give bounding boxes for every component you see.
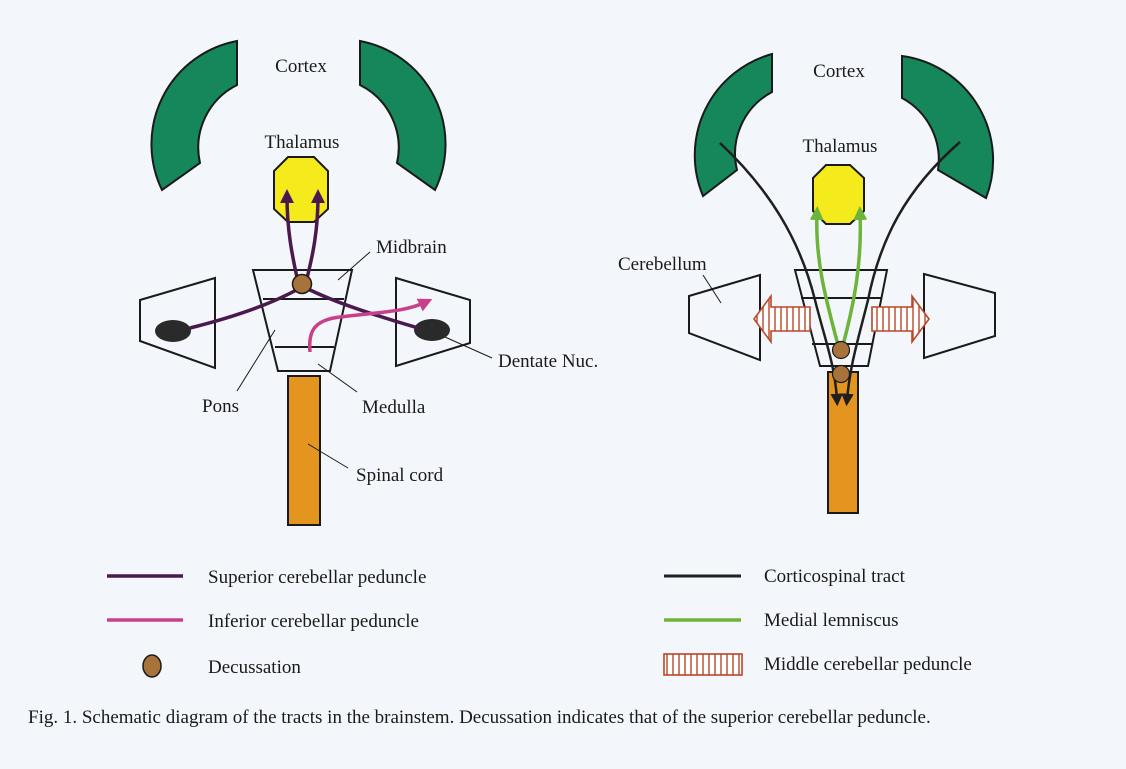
dentate-nuc-label: Dentate Nuc.	[498, 351, 598, 372]
corticospinal-tract-left	[719, 142, 843, 407]
cortex-label: Cortex	[813, 61, 865, 82]
cortex-left	[693, 52, 773, 198]
thalamus	[812, 164, 865, 225]
spinal-cord	[287, 375, 321, 526]
pons-leader	[236, 329, 276, 392]
midbrain-label: Midbrain	[376, 237, 447, 258]
dentate-nucleus-right	[414, 319, 450, 341]
corticospinal-tract-right	[841, 141, 961, 407]
right-panel: Cortex Thalamus Cerebellum	[618, 52, 996, 514]
legend: Superior cerebellar peduncle Inferior ce…	[107, 566, 972, 678]
decussation-upper	[831, 340, 851, 360]
legend-swatch-middle-peduncle	[663, 653, 743, 676]
cerebellum-leader	[702, 274, 722, 304]
decussation	[291, 273, 313, 295]
superior-peduncle-ascending-left	[280, 189, 300, 283]
figure-caption: Fig. 1. Schematic diagram of the tracts …	[28, 707, 931, 728]
spinal-cord	[827, 371, 859, 514]
medial-lemniscus-right	[841, 206, 868, 346]
dentate-leader	[444, 336, 493, 359]
cerebellum-right	[923, 272, 996, 360]
midbrain-leader	[337, 251, 371, 281]
middle-peduncle-arrow-right	[871, 293, 930, 345]
cortex-label: Cortex	[275, 56, 327, 77]
medial-lemniscus-left	[809, 206, 840, 346]
legend-label-middle-peduncle: Middle cerebellar peduncle	[764, 654, 972, 675]
superior-peduncle-right	[305, 286, 419, 330]
dentate-nucleus-left	[155, 320, 191, 342]
medulla-leader	[317, 363, 358, 393]
brainstem	[251, 269, 354, 372]
cerebellum-right	[395, 276, 471, 368]
legend-label-corticospinal: Corticospinal tract	[764, 566, 906, 587]
cerebellum-label: Cerebellum	[618, 254, 707, 275]
pons-label: Pons	[202, 396, 239, 417]
legend-label-decussation: Decussation	[208, 657, 301, 678]
superior-peduncle-ascending-right	[304, 189, 325, 283]
legend-label-inferior-peduncle: Inferior cerebellar peduncle	[208, 611, 419, 632]
medulla-label: Medulla	[362, 397, 426, 418]
cerebellum-left	[139, 276, 216, 370]
cortex-left	[150, 39, 238, 192]
decussation-lower	[831, 364, 851, 384]
thalamus-label: Thalamus	[265, 132, 340, 153]
thalamus	[273, 156, 329, 223]
superior-peduncle-left	[189, 286, 301, 330]
left-panel: Cortex Thalamus Midbrain Pons	[139, 39, 598, 526]
cerebellum-left	[688, 273, 761, 362]
spinal-cord-label: Spinal cord	[356, 465, 444, 486]
legend-label-superior-peduncle: Superior cerebellar peduncle	[208, 567, 426, 588]
legend-swatch-decussation	[142, 654, 162, 678]
thalamus-label: Thalamus	[803, 136, 878, 157]
cortex-right	[359, 39, 447, 192]
legend-label-medial-lemniscus: Medial lemniscus	[764, 610, 899, 631]
inferior-peduncle	[307, 298, 433, 353]
middle-peduncle-arrow-left	[753, 293, 811, 345]
spinal-cord-leader	[307, 443, 349, 469]
cortex-right	[901, 54, 995, 200]
